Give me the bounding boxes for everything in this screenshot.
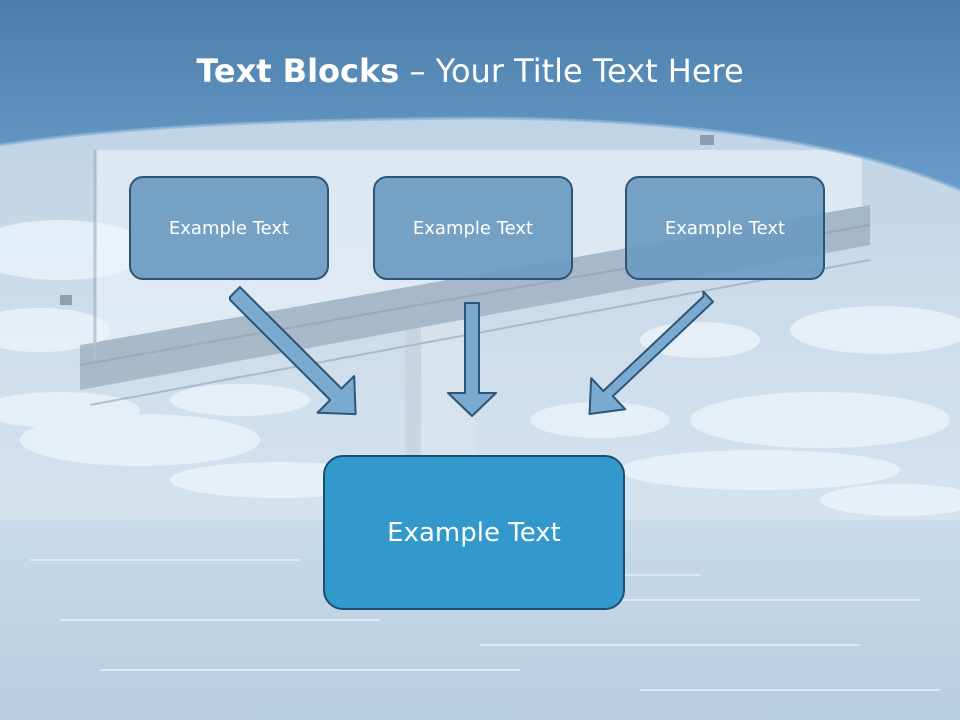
title-rest: Your Title Text Here [435,52,744,90]
text-block-3[interactable]: Example Text [625,176,825,280]
arrow-right [588,290,714,415]
arrow-left [229,286,357,416]
title-bold: Text Blocks [196,52,400,90]
clouds [0,220,960,516]
header-band [0,0,960,190]
text-block-3-label: Example Text [664,217,786,239]
text-block-1-label: Example Text [168,217,290,239]
title-dash: – [409,52,426,90]
water-ripples [30,559,940,691]
slide-title: Text Blocks – Your Title Text Here [0,52,940,90]
target-text-block[interactable]: Example Text [323,455,625,610]
target-text-block-label: Example Text [387,517,561,548]
text-block-2[interactable]: Example Text [373,176,573,280]
text-block-2-label: Example Text [412,217,534,239]
text-block-1[interactable]: Example Text [129,176,329,280]
arrow-center [447,302,497,417]
